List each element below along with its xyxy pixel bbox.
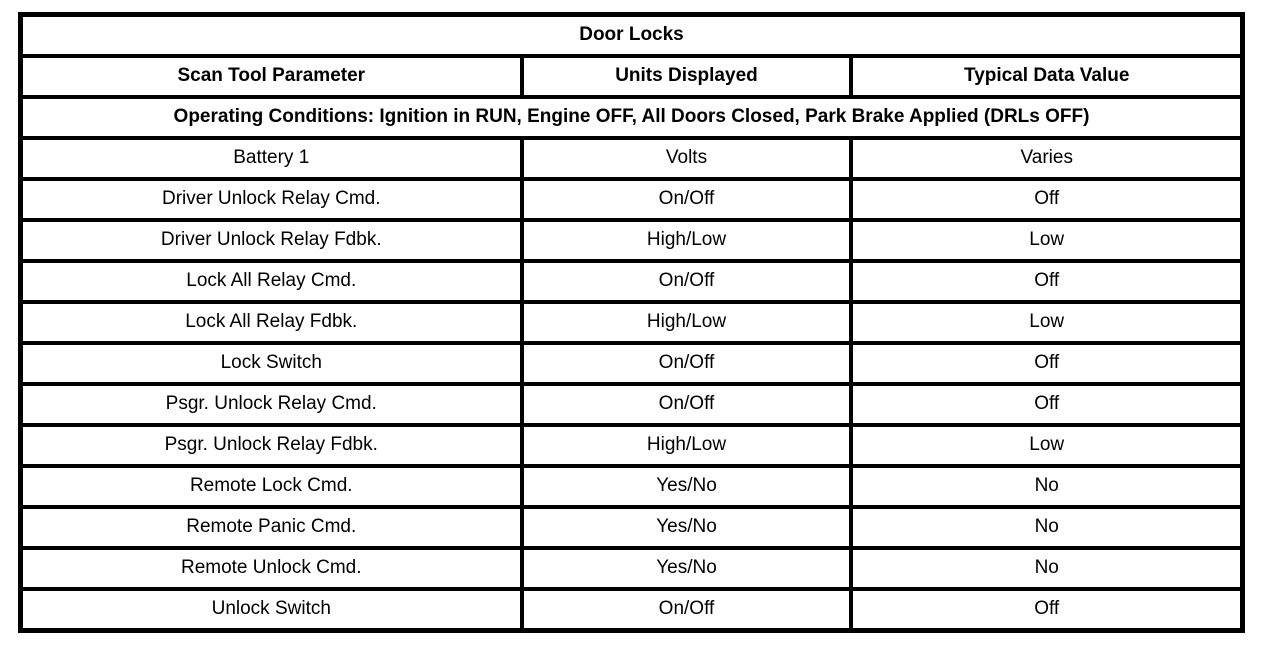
table-row: Remote Panic Cmd. Yes/No No bbox=[18, 505, 1245, 550]
table-title-row: Door Locks bbox=[18, 12, 1245, 58]
table-row: Lock All Relay Fdbk. High/Low Low bbox=[18, 300, 1245, 345]
door-locks-table: Door Locks Scan Tool Parameter Units Dis… bbox=[18, 12, 1245, 633]
column-header-scan-tool-parameter: Scan Tool Parameter bbox=[18, 54, 524, 99]
parameter-cell: Psgr. Unlock Relay Fdbk. bbox=[18, 423, 524, 468]
table-title: Door Locks bbox=[18, 12, 1245, 58]
table-row: Lock All Relay Cmd. On/Off Off bbox=[18, 259, 1245, 304]
parameter-cell: Psgr. Unlock Relay Cmd. bbox=[18, 382, 524, 427]
value-cell: Low bbox=[849, 300, 1245, 345]
value-cell: Low bbox=[849, 218, 1245, 263]
value-cell: Off bbox=[849, 177, 1245, 222]
value-cell: Low bbox=[849, 423, 1245, 468]
table-row: Remote Unlock Cmd. Yes/No No bbox=[18, 546, 1245, 591]
value-cell: No bbox=[849, 505, 1245, 550]
units-cell: Yes/No bbox=[519, 464, 854, 509]
value-cell: Off bbox=[849, 382, 1245, 427]
parameter-cell: Lock All Relay Fdbk. bbox=[18, 300, 524, 345]
parameter-cell: Lock All Relay Cmd. bbox=[18, 259, 524, 304]
parameter-cell: Battery 1 bbox=[18, 136, 524, 181]
table-row: Unlock Switch On/Off Off bbox=[18, 587, 1245, 633]
value-cell: Off bbox=[849, 587, 1245, 633]
units-cell: On/Off bbox=[519, 587, 854, 633]
operating-conditions-text: Operating Conditions: Ignition in RUN, E… bbox=[18, 95, 1245, 140]
units-cell: High/Low bbox=[519, 423, 854, 468]
parameter-cell: Remote Panic Cmd. bbox=[18, 505, 524, 550]
column-header-typical-data-value: Typical Data Value bbox=[849, 54, 1245, 99]
parameter-cell: Remote Unlock Cmd. bbox=[18, 546, 524, 591]
table-row: Battery 1 Volts Varies bbox=[18, 136, 1245, 181]
table-row: Psgr. Unlock Relay Cmd. On/Off Off bbox=[18, 382, 1245, 427]
units-cell: High/Low bbox=[519, 218, 854, 263]
value-cell: Off bbox=[849, 341, 1245, 386]
units-cell: On/Off bbox=[519, 259, 854, 304]
table-row: Psgr. Unlock Relay Fdbk. High/Low Low bbox=[18, 423, 1245, 468]
table-row: Driver Unlock Relay Cmd. On/Off Off bbox=[18, 177, 1245, 222]
table-header-row: Scan Tool Parameter Units Displayed Typi… bbox=[18, 54, 1245, 99]
table-row: Driver Unlock Relay Fdbk. High/Low Low bbox=[18, 218, 1245, 263]
parameter-cell: Driver Unlock Relay Fdbk. bbox=[18, 218, 524, 263]
units-cell: On/Off bbox=[519, 177, 854, 222]
table-row: Lock Switch On/Off Off bbox=[18, 341, 1245, 386]
value-cell: No bbox=[849, 464, 1245, 509]
units-cell: High/Low bbox=[519, 300, 854, 345]
parameter-cell: Driver Unlock Relay Cmd. bbox=[18, 177, 524, 222]
value-cell: Off bbox=[849, 259, 1245, 304]
units-cell: Volts bbox=[519, 136, 854, 181]
parameter-cell: Remote Lock Cmd. bbox=[18, 464, 524, 509]
operating-conditions-row: Operating Conditions: Ignition in RUN, E… bbox=[18, 95, 1245, 140]
parameter-cell: Unlock Switch bbox=[18, 587, 524, 633]
units-cell: Yes/No bbox=[519, 505, 854, 550]
units-cell: On/Off bbox=[519, 341, 854, 386]
parameter-cell: Lock Switch bbox=[18, 341, 524, 386]
units-cell: On/Off bbox=[519, 382, 854, 427]
value-cell: No bbox=[849, 546, 1245, 591]
column-header-units-displayed: Units Displayed bbox=[519, 54, 854, 99]
units-cell: Yes/No bbox=[519, 546, 854, 591]
table-row: Remote Lock Cmd. Yes/No No bbox=[18, 464, 1245, 509]
value-cell: Varies bbox=[849, 136, 1245, 181]
